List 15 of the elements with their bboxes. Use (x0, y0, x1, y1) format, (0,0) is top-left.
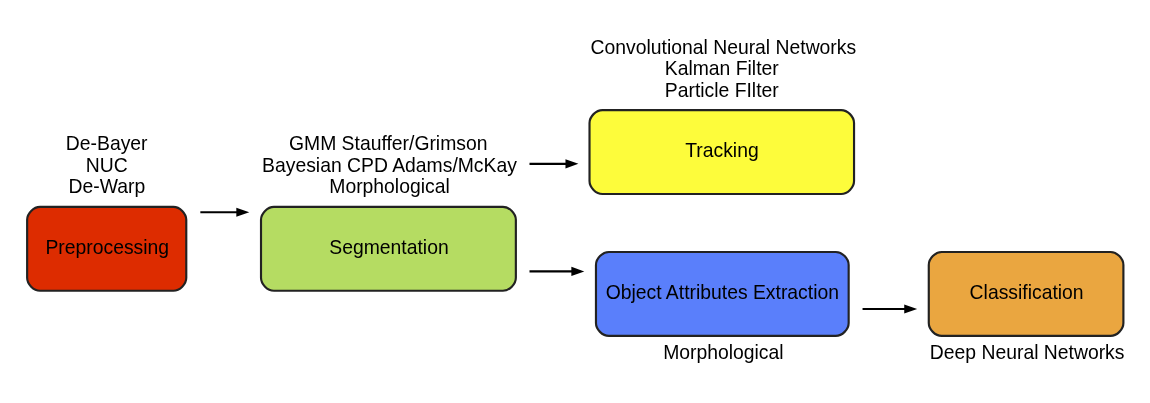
arrow (529, 266, 585, 276)
node-label: Convolutional Neural Networks (590, 35, 857, 58)
arrow (200, 207, 250, 217)
node-label: Deep Neural Networks (929, 340, 1125, 363)
node-label: NUC (85, 153, 128, 176)
node-label: Morphological (663, 340, 784, 363)
arrow (862, 304, 918, 314)
node-label: GMM Stauffer/Grimson (288, 132, 488, 155)
node-label: De-Warp (68, 175, 146, 198)
node-label: Kalman Filter (664, 57, 779, 80)
node-label: Bayesian CPD Adams/McKay (262, 153, 517, 176)
node-label: De-Bayer (65, 132, 148, 155)
arrow (529, 159, 579, 169)
node-label: Particle FIlter (664, 78, 779, 101)
node-label: Morphological (329, 175, 450, 198)
